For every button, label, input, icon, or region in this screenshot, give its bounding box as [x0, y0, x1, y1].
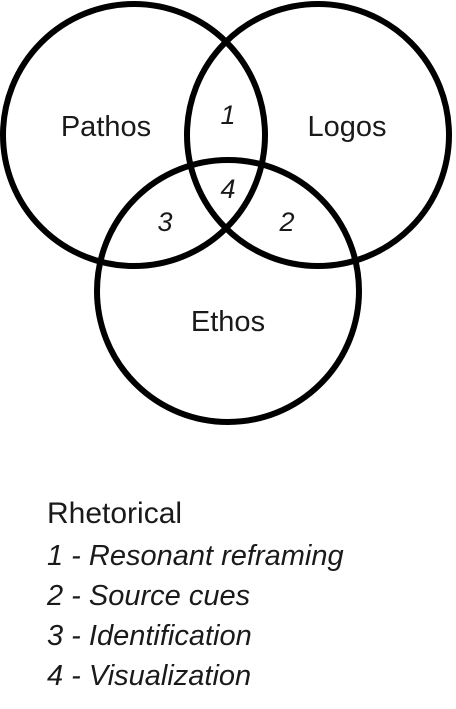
- legend-item: 2 - Source cues: [47, 580, 251, 612]
- legend-title: Rhetorical: [47, 497, 183, 530]
- legend-item: 4 - Visualization: [47, 660, 252, 692]
- ethos-label: Ethos: [191, 306, 265, 338]
- region-label-1: 1: [220, 100, 235, 130]
- pathos-circle: [0, 1, 268, 269]
- logos-label: Logos: [307, 111, 386, 143]
- logos-circle: [184, 1, 452, 269]
- venn-diagram: Pathos Logos Ethos 1 2 3 4: [0, 1, 452, 425]
- region-label-4: 4: [220, 174, 235, 204]
- region-label-2: 2: [278, 207, 294, 237]
- legend-list: 1 - Resonant reframing 2 - Source cues 3…: [47, 536, 447, 696]
- pathos-label: Pathos: [61, 111, 151, 143]
- legend-item: 1 - Resonant reframing: [47, 540, 344, 572]
- legend-item: 3 - Identification: [47, 620, 252, 652]
- ethos-circle: [94, 157, 362, 425]
- region-label-3: 3: [157, 207, 172, 237]
- legend: Rhetorical 1 - Resonant reframing 2 - So…: [47, 494, 447, 696]
